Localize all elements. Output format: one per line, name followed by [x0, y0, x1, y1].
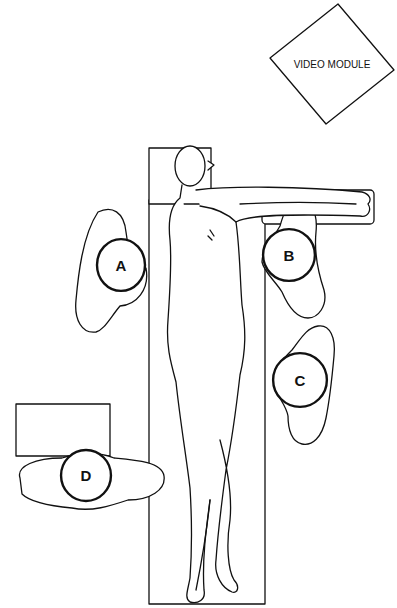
staff-shoulders	[274, 326, 335, 444]
position-letter: D	[81, 467, 92, 484]
position-letter: C	[295, 372, 306, 389]
head-outline	[61, 450, 111, 501]
video-module: VIDEO MODULE	[286, 44, 379, 84]
staff-shoulders	[76, 209, 147, 332]
operating-table	[149, 200, 265, 604]
staff-head: D	[60, 449, 112, 502]
instrument-table	[16, 404, 110, 456]
position-letter: A	[116, 257, 127, 274]
head-outline	[97, 239, 145, 291]
staff-head: B	[262, 228, 316, 282]
staff-head: C	[272, 352, 328, 408]
staff-head: A	[96, 238, 146, 292]
staff-shoulders	[262, 199, 325, 318]
position-letter: B	[284, 247, 295, 264]
patient-figure	[167, 146, 370, 603]
module-label: VIDEO MODULE	[294, 59, 371, 70]
video-module-outline	[270, 4, 394, 124]
head-outline	[263, 229, 315, 281]
head-outline	[273, 353, 327, 407]
